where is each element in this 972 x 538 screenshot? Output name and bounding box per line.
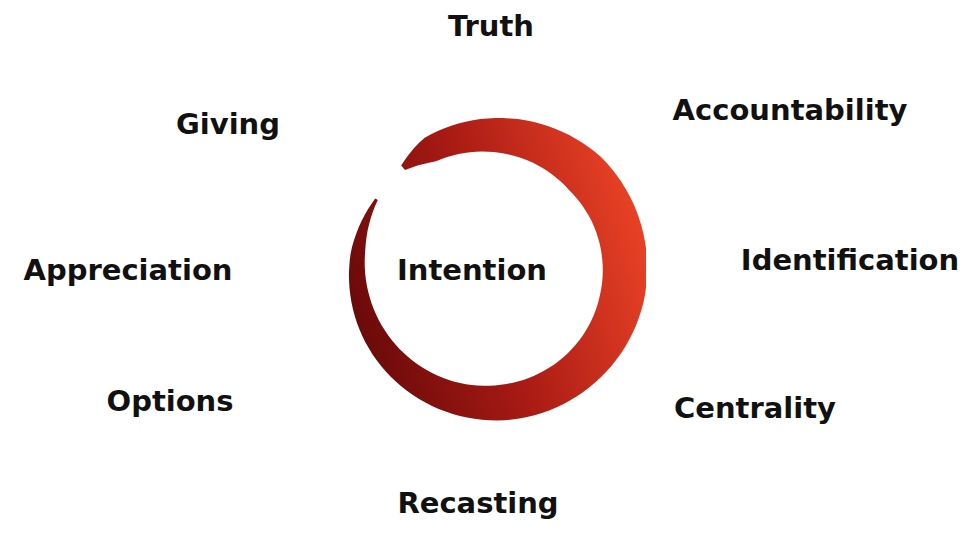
principle-word: Giving	[176, 107, 280, 142]
principle-word: Recasting	[397, 486, 558, 521]
principle-word: Identification	[741, 243, 959, 278]
principle-word: Centrality	[674, 391, 836, 426]
principle-word: Appreciation	[23, 253, 232, 288]
center-word: Intention	[397, 253, 547, 288]
enso-circle: Intention	[330, 110, 646, 430]
principle-word: Truth	[448, 9, 534, 44]
principle-word: Accountability	[673, 93, 908, 128]
principle-word: Options	[106, 384, 233, 419]
brush-stroke	[349, 118, 646, 421]
